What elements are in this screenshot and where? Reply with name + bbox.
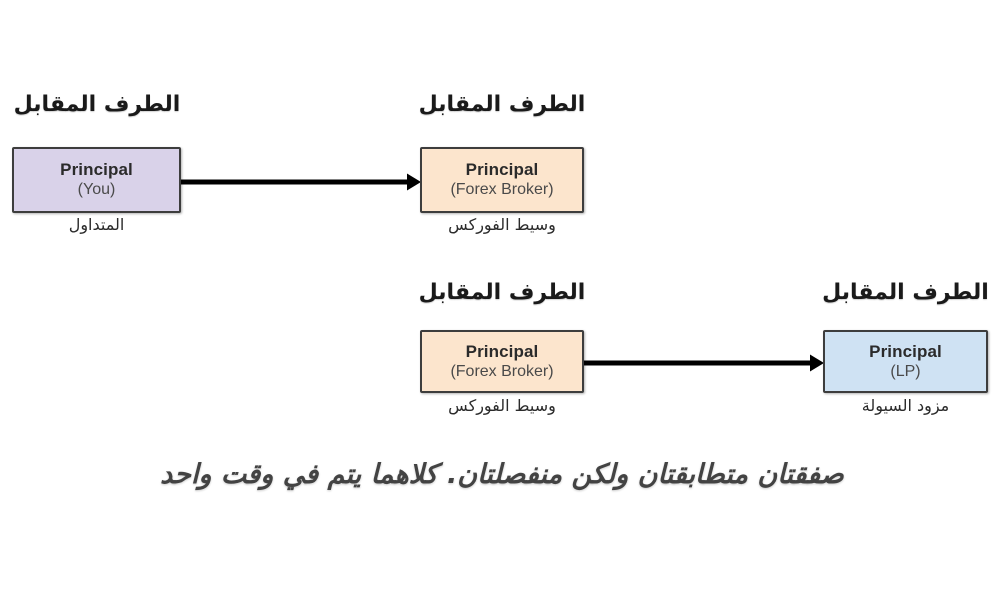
node-subtitle-broker-row2: (Forex Broker): [450, 362, 554, 380]
node-principal-trader[interactable]: Principal (You): [12, 147, 181, 213]
diagram-caption: صفقتان متطابقتان ولكن منفصلتان. كلاهما ي…: [160, 459, 844, 490]
header-label-lp: الطرف المقابل: [822, 280, 989, 305]
node-principal-lp[interactable]: Principal (LP): [823, 330, 988, 393]
sub-label-broker-row1: وسيط الفوركس: [448, 215, 556, 234]
node-subtitle-trader: (You): [77, 181, 116, 199]
arrow-broker-to-lp: [584, 351, 824, 375]
sub-label-trader: المتداول: [68, 215, 125, 234]
node-title-broker-row2: Principal: [465, 341, 539, 361]
arrow-trader-to-broker: [181, 170, 421, 194]
node-subtitle-lp: (LP): [890, 362, 921, 380]
header-label-broker-row1: الطرف المقابل: [418, 92, 586, 117]
sub-label-lp: مزود السيولة: [861, 396, 950, 415]
sub-label-broker-row2: وسيط الفوركس: [448, 396, 556, 415]
header-label-trader: الطرف المقابل: [13, 92, 181, 117]
header-label-broker-row2: الطرف المقابل: [418, 280, 586, 305]
node-title-trader: Principal: [60, 160, 133, 180]
node-subtitle-broker-row1: (Forex Broker): [450, 181, 554, 199]
node-principal-broker-row1[interactable]: Principal (Forex Broker): [420, 147, 584, 213]
node-title-lp: Principal: [869, 341, 942, 361]
node-principal-broker-row2[interactable]: Principal (Forex Broker): [420, 330, 584, 393]
node-title-broker-row1: Principal: [465, 160, 539, 180]
